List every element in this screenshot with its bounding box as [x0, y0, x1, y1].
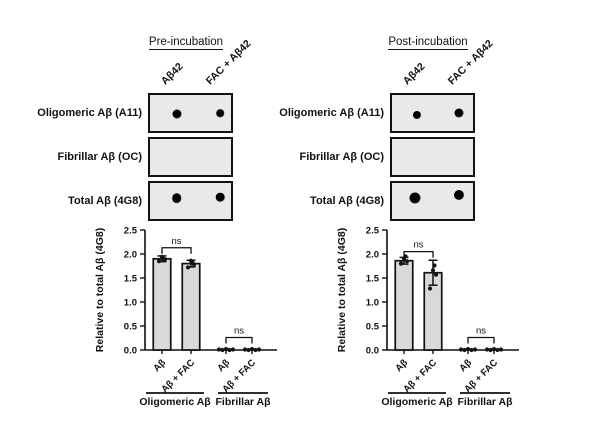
data-point — [185, 265, 191, 270]
significance-bracket — [161, 247, 192, 254]
blot-row-label-total: Total Aβ (4G8) — [310, 195, 384, 207]
data-point — [398, 261, 404, 266]
y-tick-label: 2.5 — [124, 226, 138, 237]
data-point — [469, 347, 474, 353]
blot-image-total — [148, 181, 233, 221]
blot-row-label-oligomeric: Oligomeric Aβ (A11) — [279, 107, 384, 119]
y-axis-title: Relative to total Aβ (4G8) — [336, 228, 348, 352]
lane-label-ab42: Aβ42 — [158, 60, 186, 88]
panel-title-text: Pre-incubation — [148, 36, 224, 50]
panel-post-incubation: Post-incubation Aβ42 FAC + Aβ42 Oligomer… — [242, 0, 542, 447]
y-tick-label: 0.5 — [124, 322, 138, 333]
data-point — [242, 347, 248, 352]
blot-dot — [454, 108, 464, 118]
group-label: Oligomeric Aβ — [381, 396, 453, 408]
y-tick-label: 0.0 — [124, 346, 137, 357]
lane-label-ab42: Aβ42 — [400, 60, 428, 88]
data-point — [220, 347, 225, 353]
panel-title-text: Post-incubation — [388, 36, 468, 50]
significance-bracket — [225, 336, 253, 344]
y-tick-label: 1.0 — [124, 298, 137, 309]
blot-image-fibrillar — [148, 137, 233, 177]
data-point — [161, 256, 166, 261]
blot-dot — [413, 110, 422, 119]
group-label: Fibrillar Aβ — [457, 396, 513, 408]
data-point — [216, 347, 222, 352]
y-tick-label: 2.0 — [366, 250, 379, 261]
blot-dot — [172, 109, 182, 119]
data-point — [190, 260, 195, 265]
blot-dot — [171, 193, 182, 203]
blot-row-label-fibrillar: Fibrillar Aβ (OC) — [299, 151, 384, 163]
data-point — [465, 346, 471, 352]
x-tick-label: Aβ — [215, 357, 232, 374]
y-tick-label: 1.5 — [124, 274, 138, 285]
data-point — [156, 259, 162, 264]
blot-image-fibrillar — [390, 137, 475, 177]
y-tick-label: 1.0 — [366, 298, 379, 309]
blot-row-label-fibrillar: Fibrillar Aβ (OC) — [57, 151, 142, 163]
data-point — [491, 346, 497, 352]
blot-image-oligomeric — [148, 93, 233, 133]
blot-row-label-total: Total Aβ (4G8) — [68, 195, 142, 207]
significance-label: ns — [476, 326, 486, 337]
x-tick-label: Aβ — [393, 357, 410, 374]
blot-dot — [454, 189, 465, 200]
panel-pre-incubation: Pre-incubation Aβ42 FAC + Aβ42 Oligomeri… — [37, 36, 277, 408]
y-tick-label: 0.5 — [366, 322, 380, 333]
y-tick-label: 0.0 — [366, 346, 379, 357]
data-point — [458, 347, 464, 352]
significance-label: ns — [234, 326, 244, 337]
data-point — [498, 347, 504, 352]
data-point — [433, 272, 439, 277]
data-point — [432, 263, 437, 268]
x-tick-label: Aβ — [457, 357, 474, 374]
data-point — [404, 259, 410, 264]
blot-image-total — [390, 181, 475, 221]
bar — [394, 259, 414, 351]
blot-dot — [216, 193, 225, 202]
panel-title-pre: Pre-incubation — [128, 36, 244, 50]
data-point — [253, 347, 258, 353]
group-label: Fibrillar Aβ — [215, 396, 271, 408]
bar-chart-post-incubation: 0.0 0.5 1.0 1.5 2.0 2.5 Relative to total Aβ (… — [336, 226, 519, 408]
blot-dot — [409, 192, 421, 204]
significance-label: ns — [413, 240, 423, 251]
data-point — [488, 347, 493, 353]
panel-title-post: Post-incubation — [370, 36, 486, 50]
data-point — [249, 346, 255, 352]
data-point — [462, 347, 467, 353]
data-point — [223, 346, 229, 352]
y-tick-label: 1.5 — [366, 274, 380, 285]
data-point — [256, 347, 262, 352]
significance-bracket — [467, 336, 495, 344]
blot-row-label-oligomeric: Oligomeric Aβ (A11) — [37, 107, 142, 119]
data-point — [430, 268, 436, 273]
group-label: Oligomeric Aβ — [139, 396, 211, 408]
data-point — [230, 347, 236, 352]
blot-image-oligomeric — [390, 93, 475, 133]
data-point — [246, 347, 251, 353]
x-tick-label: Aβ — [151, 357, 168, 374]
y-tick-label: 2.0 — [124, 250, 137, 261]
bar — [181, 262, 201, 351]
significance-bracket — [403, 250, 434, 258]
data-point — [227, 347, 232, 353]
data-point — [495, 347, 500, 353]
bar — [152, 257, 172, 351]
bar-chart-pre-incubation: 0.0 0.5 1.0 1.5 2.0 2.5 Relative to total Aβ (… — [94, 226, 277, 408]
y-axis-title: Relative to total Aβ (4G8) — [94, 228, 106, 352]
data-point — [472, 347, 478, 352]
significance-label: ns — [171, 236, 181, 247]
data-point — [484, 347, 490, 352]
blot-dot — [216, 109, 225, 117]
y-tick-label: 2.5 — [366, 226, 380, 237]
data-point — [427, 286, 433, 291]
